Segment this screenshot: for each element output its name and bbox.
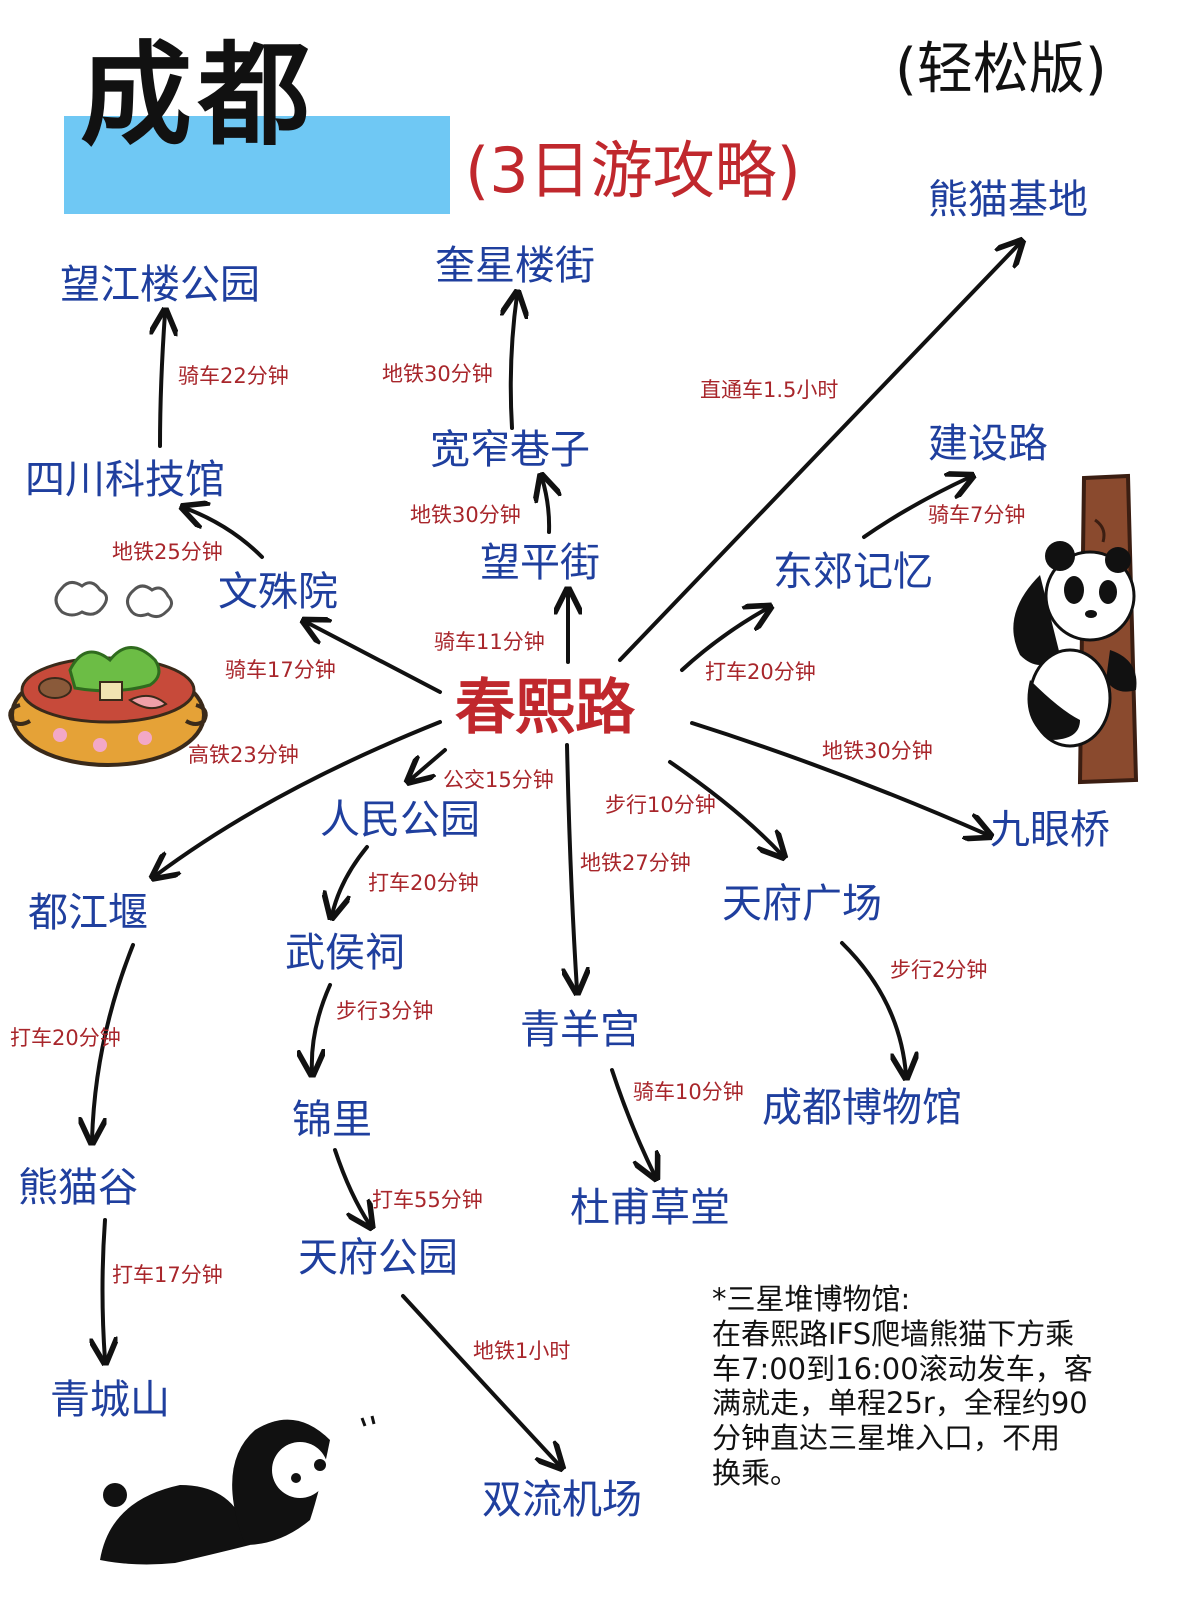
edge-label-to-wuhou: 打车20分钟: [368, 871, 479, 895]
edition-tag: (轻松版): [895, 37, 1107, 102]
arrow-to-jiuyan: [690, 721, 988, 835]
edge-label-to-panda-base: 直通车1.5小时: [700, 378, 839, 402]
edge-label-to-renmin: 公交15分钟: [443, 768, 554, 792]
node-dujiangyan[interactable]: 都江堰: [28, 890, 148, 936]
arrow-to-wangjiang: [160, 313, 165, 448]
arrow-to-shuangliu: [401, 1294, 560, 1466]
edge-label-to-jiuyan: 地铁30分钟: [822, 739, 933, 763]
node-dongjiao-memory[interactable]: 东郊记忆: [773, 549, 933, 595]
arrow-to-qingcheng: [103, 1218, 106, 1360]
note-line: 换乘。: [712, 1455, 800, 1490]
note-line: 满就走，单程25r，全程约90: [712, 1386, 1088, 1421]
node-tianfu-square[interactable]: 天府广场: [722, 881, 882, 927]
page-title: 成都: [80, 31, 316, 161]
arrow-to-jianshe: [862, 477, 970, 539]
edge-label-to-qingcheng: 打车17分钟: [112, 1263, 223, 1287]
note-line: 车7:00到16:00滚动发车，客: [712, 1351, 1093, 1386]
arrow-to-wuhou: [332, 845, 369, 915]
node-qingyang-palace[interactable]: 青羊宫: [520, 1007, 640, 1053]
arrow-to-kuanzhai: [542, 478, 549, 534]
node-dufu-cottage[interactable]: 杜甫草堂: [570, 1185, 730, 1231]
node-people-park[interactable]: 人民公园: [320, 797, 480, 843]
edge-label-to-wangjiang: 骑车22分钟: [178, 364, 289, 388]
arrow-to-wenshu: [306, 622, 442, 694]
arrow-to-renmin: [410, 748, 447, 780]
edge-label-to-sichuan-museum: 地铁25分钟: [112, 540, 223, 564]
node-chengdu-museum[interactable]: 成都博物馆: [762, 1085, 962, 1131]
arrow-to-dongjiao: [680, 608, 768, 672]
edge-label-to-wangping: 骑车11分钟: [434, 630, 545, 654]
note-line: 分钟直达三星堆入口，不用: [712, 1421, 1061, 1456]
arrow-to-chengdu-museum: [840, 941, 906, 1075]
node-kuanzhai-alley[interactable]: 宽窄巷子: [430, 427, 590, 473]
hotpot-illustration: [8, 581, 208, 767]
arrow-to-dufu: [610, 1068, 655, 1176]
edge-label-to-wenshu: 骑车17分钟: [225, 658, 336, 682]
node-wangping-street[interactable]: 望平街: [480, 540, 600, 586]
node-panda-valley[interactable]: 熊猫谷: [18, 1165, 138, 1211]
arrow-to-dujiangyan: [155, 720, 442, 876]
arrow-to-tianfu-park: [333, 1148, 370, 1225]
node-wuhou-shrine[interactable]: 武侯祠: [285, 930, 405, 976]
note-line: 在春熙路IFS爬墙熊猫下方乘: [712, 1316, 1075, 1351]
node-wangjianglou-park[interactable]: 望江楼公园: [60, 262, 260, 308]
node-jinli[interactable]: 锦里: [292, 1097, 372, 1143]
node-sichuan-science-museum[interactable]: 四川科技馆: [25, 457, 225, 503]
arrow-to-tianfu-square: [668, 760, 782, 855]
node-kuixing-street[interactable]: 奎星楼街: [435, 243, 595, 289]
edge-label-to-shuangliu: 地铁1小时: [473, 1339, 571, 1363]
edge-label-to-panda-valley: 打车20分钟: [10, 1026, 121, 1050]
edge-label-to-jinli: 步行3分钟: [336, 999, 434, 1023]
edge-label-to-kuixing: 地铁30分钟: [382, 362, 493, 386]
node-qingcheng-mountain[interactable]: 青城山: [50, 1377, 170, 1423]
edge-label-to-qingyang: 地铁27分钟: [580, 851, 691, 875]
edge-label-to-tianfu-square: 步行10分钟: [605, 793, 716, 817]
arrow-to-qingyang: [567, 743, 577, 990]
arrow-to-sichuan-museum: [185, 508, 264, 559]
title-highlight-band: [64, 116, 450, 214]
arrow-to-panda-base: [618, 243, 1020, 662]
hub-chunxi-road[interactable]: 春熙路: [455, 673, 635, 743]
node-jiuyan-bridge[interactable]: 九眼桥: [990, 807, 1110, 853]
note-heading: *三星堆博物馆:: [712, 1282, 911, 1316]
node-shuangliu-airport[interactable]: 双流机场: [482, 1477, 642, 1523]
node-wenshu-monastery[interactable]: 文殊院: [218, 569, 338, 615]
bottom-pandas-illustration: [100, 1415, 376, 1565]
edge-label-to-chengdu-museum: 步行2分钟: [890, 958, 988, 982]
node-tianfu-park[interactable]: 天府公园: [298, 1235, 458, 1281]
edge-label-to-dongjiao: 打车20分钟: [705, 660, 816, 684]
sanxingdui-note: *三星堆博物馆: 在春熙路IFS爬墙熊猫下方乘 车7:00到16:00滚动发车，…: [712, 1282, 1182, 1491]
edge-label-to-dufu: 骑车10分钟: [633, 1080, 744, 1104]
edge-label-to-kuanzhai: 地铁30分钟: [410, 503, 521, 527]
panda-tree-illustration: [1013, 473, 1139, 785]
arrow-to-panda-valley: [92, 943, 135, 1140]
arrow-to-jinli: [312, 983, 332, 1072]
edge-label-to-tianfu-park: 打车55分钟: [372, 1188, 483, 1212]
edge-label-to-jianshe: 骑车7分钟: [928, 503, 1026, 527]
edge-label-to-dujiangyan: 高铁23分钟: [188, 743, 299, 767]
node-jianshe-road[interactable]: 建设路: [928, 421, 1048, 467]
arrow-to-kuixing: [511, 295, 517, 430]
node-panda-base[interactable]: 熊猫基地: [928, 177, 1088, 223]
page-subtitle: (3日游攻略): [465, 134, 801, 207]
